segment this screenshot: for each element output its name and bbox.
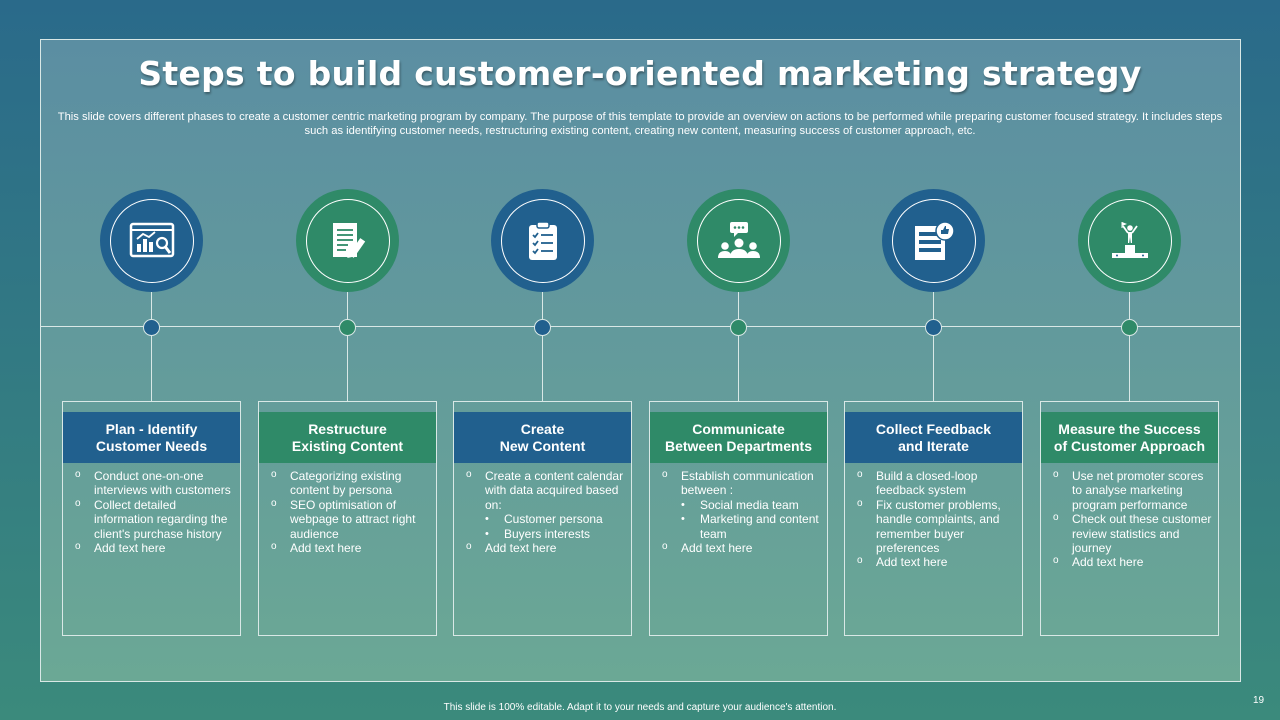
connector-line: [151, 335, 152, 401]
step-heading-line: Restructure: [308, 420, 387, 437]
connector-line: [933, 335, 934, 401]
step-column: Create New Content Create a content cale…: [453, 0, 632, 720]
step-column: Communicate Between Departments Establis…: [649, 0, 828, 720]
step-icon-circle: [687, 189, 790, 292]
step-heading-line: Create: [520, 420, 565, 437]
step-card: Measure the Success of Customer Approach…: [1040, 401, 1219, 636]
connector-line: [1129, 335, 1130, 401]
step-bullet: Customer persona: [466, 512, 625, 527]
step-icon-circle: [882, 189, 985, 292]
step-bullet: Create a content calendar with data acqu…: [466, 468, 625, 512]
connector-line: [542, 292, 543, 319]
connector-line: [542, 335, 543, 401]
clipboard-checklist-icon: [500, 198, 585, 283]
step-heading: Restructure Existing Content: [259, 412, 436, 463]
timeline-dot: [339, 319, 356, 336]
step-bullet-list: Establish communication between :Social …: [650, 463, 827, 555]
step-card: Collect Feedback and Iterate Build a clo…: [844, 401, 1023, 636]
step-bullet: Fix customer problems, handle complaints…: [857, 497, 1016, 556]
connector-line: [738, 335, 739, 401]
step-icon-circle: [296, 189, 399, 292]
step-bullet: Buyers interests: [466, 527, 625, 542]
step-bullet: Check out these customer review statisti…: [1053, 511, 1212, 555]
step-card: Communicate Between Departments Establis…: [649, 401, 828, 636]
timeline-dot: [143, 319, 160, 336]
step-heading-line: Customer Needs: [95, 437, 208, 454]
step-bullet: Add text here: [75, 540, 234, 555]
step-bullet: Establish communication between :: [662, 468, 821, 498]
connector-line: [151, 292, 152, 319]
step-heading: Plan - Identify Customer Needs: [63, 412, 240, 463]
step-bullet: Conduct one-on-one interviews with custo…: [75, 468, 234, 498]
step-heading-line: Plan - Identify: [105, 420, 198, 437]
slide-footer: This slide is 100% editable. Adapt it to…: [443, 702, 837, 713]
step-bullet: Build a closed-loop feedback system: [857, 468, 1016, 498]
step-bullet-list: Use net promoter scores to analyse marke…: [1041, 463, 1218, 570]
step-column: Collect Feedback and Iterate Build a clo…: [844, 0, 1023, 720]
step-heading: Collect Feedback and Iterate: [845, 412, 1022, 463]
step-bullet: Categorizing existing content by persona: [271, 468, 430, 498]
analytics-dashboard-icon: [109, 198, 194, 283]
timeline-line: [40, 326, 1241, 327]
step-card: Plan - Identify Customer Needs Conduct o…: [62, 401, 241, 636]
step-heading-line: Between Departments: [664, 437, 813, 454]
step-bullet: Add text here: [857, 554, 1016, 569]
step-bullet-list: Build a closed-loop feedback systemFix c…: [845, 463, 1022, 570]
step-heading: Communicate Between Departments: [650, 412, 827, 463]
slide-title: Steps to build customer-oriented marketi…: [138, 54, 1142, 93]
connector-line: [1129, 292, 1130, 319]
step-bullet: SEO optimisation of webpage to attract r…: [271, 497, 430, 541]
timeline-dot: [925, 319, 942, 336]
step-heading-line: Existing Content: [291, 437, 404, 454]
step-column: Measure the Success of Customer Approach…: [1040, 0, 1219, 720]
step-bullet: Add text here: [1053, 554, 1212, 569]
step-bullet-list: Conduct one-on-one interviews with custo…: [63, 463, 240, 555]
timeline-dot: [1121, 319, 1138, 336]
step-heading-line: Communicate: [692, 420, 785, 437]
step-icon-circle: [1078, 189, 1181, 292]
step-bullet: Add text here: [466, 540, 625, 555]
slide-subtitle: This slide covers different phases to cr…: [57, 111, 1223, 137]
step-bullet: Social media team: [662, 498, 821, 513]
step-icon-circle: [100, 189, 203, 292]
timeline-dot: [730, 319, 747, 336]
step-heading: Measure the Success of Customer Approach: [1041, 412, 1218, 463]
step-heading-line: and Iterate: [898, 437, 969, 454]
team-communication-icon: [696, 198, 781, 283]
step-heading-line: New Content: [499, 437, 586, 454]
step-bullet-list: Categorizing existing content by persona…: [259, 463, 436, 555]
step-heading-line: Collect Feedback: [875, 420, 992, 437]
connector-line: [933, 292, 934, 319]
step-card: Restructure Existing Content Categorizin…: [258, 401, 437, 636]
step-column: Plan - Identify Customer Needs Conduct o…: [62, 0, 241, 720]
step-bullet: Add text here: [662, 540, 821, 555]
document-edit-icon: [305, 198, 390, 283]
step-bullet: Add text here: [271, 540, 430, 555]
step-bullet: Marketing and content team: [662, 512, 821, 541]
step-heading-line: of Customer Approach: [1053, 437, 1206, 454]
step-heading-line: Measure the Success: [1058, 420, 1201, 437]
timeline-dot: [534, 319, 551, 336]
feedback-form-icon: [891, 198, 976, 283]
page-number: 19: [1253, 695, 1265, 706]
connector-line: [738, 292, 739, 319]
step-column: Restructure Existing Content Categorizin…: [258, 0, 437, 720]
step-bullet-list: Create a content calendar with data acqu…: [454, 463, 631, 555]
step-heading: Create New Content: [454, 412, 631, 463]
step-bullet: Use net promoter scores to analyse marke…: [1053, 468, 1212, 512]
success-podium-icon: [1087, 198, 1172, 283]
step-bullet: Collect detailed information regarding t…: [75, 497, 234, 541]
step-icon-circle: [491, 189, 594, 292]
connector-line: [347, 335, 348, 401]
connector-line: [347, 292, 348, 319]
step-card: Create New Content Create a content cale…: [453, 401, 632, 636]
